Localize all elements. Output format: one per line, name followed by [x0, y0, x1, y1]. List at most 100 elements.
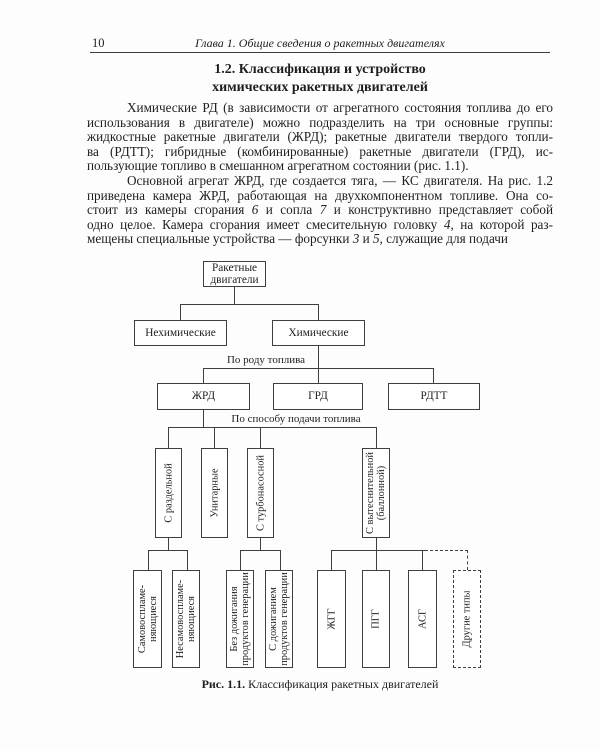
connector-line — [318, 304, 319, 320]
text-line: одно целое. Камера сгорания имеет смесит… — [87, 216, 553, 233]
node-self-igniting: Самовоспламе- няющиеся — [133, 570, 162, 668]
text-line: ва (РДТТ); гибридные (комбинированные) р… — [87, 143, 553, 160]
node-without-afterburning-line1: Без дожигания — [228, 586, 240, 652]
node-asg-label: АСГ — [417, 609, 428, 629]
node-feed-separate-label: С раздельной — [163, 463, 174, 523]
text-segment: Основной агрегат ЖРД, где создается тяга… — [127, 173, 553, 188]
text-segment: и конструктивно представляет собой — [326, 202, 554, 218]
connector-line — [187, 550, 188, 570]
text-segment: и — [359, 231, 373, 247]
connector-line — [203, 368, 434, 369]
node-other-types-label: Другие типы — [461, 590, 473, 648]
node-asg: АСГ — [408, 570, 437, 668]
node-feed-turbopump-label: С турбонасосной — [255, 455, 266, 531]
connector-line — [376, 538, 377, 550]
connector-line — [180, 304, 319, 305]
text-line: использования в двигателе) можно подразд… — [87, 115, 553, 131]
text-segment: жидкостные ракетные двигатели (ЖРД); рак… — [87, 129, 553, 145]
node-feed-displacement-line2: (баллонной) — [376, 465, 387, 521]
text-line: мещены специальные устройства — форсунки… — [87, 232, 553, 247]
connector-line — [240, 550, 280, 551]
text-line: стоит из камеры сгорания 6 и сопла 7 и к… — [87, 202, 554, 218]
callout-number: 3 — [352, 231, 360, 247]
node-with-afterburning-label: С дожиганием продуктов генерации — [268, 572, 290, 666]
node-pgg-label: ПГГ — [370, 609, 382, 629]
page-number: 10 — [92, 36, 105, 50]
node-with-afterburning-line1: С дожиганием — [267, 587, 279, 651]
node-zhrd: ЖРД — [157, 383, 250, 410]
running-head: Глава 1. Общие сведения о ракетных двига… — [195, 36, 445, 50]
node-zhrd-label: ЖРД — [191, 390, 216, 403]
node-zhgg: ЖГГ — [317, 570, 346, 668]
figure-caption: Рис. 1.1. Классификация ракетных двигате… — [87, 677, 553, 692]
node-nonchemical-label: Нехимические — [145, 326, 216, 339]
node-chemical: Химические — [272, 320, 365, 346]
connector-line — [148, 550, 187, 551]
node-with-afterburning-line2: продуктов генерации — [279, 572, 290, 666]
node-chemical-label: Химические — [288, 326, 349, 339]
section-title-line1: 1.2. Классификация и устройство — [214, 62, 426, 77]
figure-caption-text: Классификация ракетных двигателей — [245, 677, 439, 691]
node-feed-displacement-label: С вытеснительной (баллонной) — [365, 452, 387, 534]
node-feed-separate: С раздельной — [155, 448, 182, 538]
text-segment: , на которой раз- — [450, 216, 553, 232]
callout-number: 4 — [443, 216, 451, 232]
connector-line — [331, 550, 425, 551]
node-rdtt: РДТТ — [388, 383, 480, 410]
node-rocket-engines-line2: двигатели — [210, 274, 259, 286]
figure-caption-number: Рис. 1.1. — [201, 677, 246, 691]
connector-line — [168, 538, 169, 550]
text-line: Химические РД (в зависимости от агрегатн… — [87, 100, 553, 116]
text-segment: Химические РД (в зависимости от агрегатн… — [127, 100, 553, 115]
connector-line — [422, 550, 423, 570]
node-feed-displacement: С вытеснительной (баллонной) — [362, 448, 390, 538]
connector-line — [433, 368, 434, 383]
connector-line — [214, 427, 215, 448]
connector-line — [280, 550, 281, 570]
node-self-igniting-line1: Самовоспламе- — [136, 584, 148, 654]
text-line: Основной агрегат ЖРД, где создается тяга… — [87, 173, 553, 189]
node-non-self-igniting: Несамовоспламе- няющиеся — [172, 570, 200, 668]
connector-line — [148, 550, 149, 570]
header-rule — [90, 52, 550, 53]
connector-line — [180, 304, 181, 320]
node-with-afterburning: С дожиганием продуктов генерации — [265, 570, 293, 668]
connector-line — [203, 368, 204, 383]
text-segment: ва (РДТТ); гибридные (комбинированные) р… — [87, 143, 553, 159]
connector-line — [168, 427, 169, 448]
text-line: приведена камера ЖРД, работающая на двух… — [87, 187, 553, 204]
connector-line — [260, 538, 261, 550]
node-feed-turbopump: С турбонасосной — [247, 448, 274, 538]
connector-line — [376, 427, 377, 448]
branch-label-by-fuel: По роду топлива — [226, 354, 306, 366]
connector-line — [203, 410, 204, 427]
node-feed-unitary: Унитарные — [201, 448, 228, 538]
text-segment: стоит из камеры сгорания — [87, 202, 252, 218]
branch-label-by-feed: По способу подачи топлива — [231, 413, 361, 425]
callout-number: 7 — [319, 202, 327, 218]
node-without-afterburning-line2: продуктов генерации — [240, 572, 251, 666]
node-self-igniting-line2: няющиеся — [147, 596, 159, 642]
node-rdtt-label: РДТТ — [420, 390, 448, 403]
text-segment: приведена камера ЖРД, работающая на двух… — [87, 187, 553, 203]
section-title: 1.2. Классификация и устройство химическ… — [87, 61, 553, 97]
text-segment: и сопла — [258, 202, 320, 218]
connector-line-dashed — [425, 550, 468, 551]
connector-line — [234, 287, 235, 304]
node-without-afterburning-label: Без дожигания продуктов генерации — [229, 572, 251, 666]
node-zhgg-label: ЖГГ — [326, 608, 337, 630]
text-segment: одно целое. Камера сгорания имеет смесит… — [87, 216, 444, 232]
text-line: пользующие топливо в смешанном агрегатно… — [87, 159, 553, 174]
node-pgg: ПГГ — [362, 570, 390, 668]
connector-line — [318, 346, 319, 383]
callout-number: 5 — [372, 231, 380, 247]
node-nonchemical: Нехимические — [134, 320, 227, 346]
text-line: жидкостные ракетные двигатели (ЖРД); рак… — [87, 129, 553, 145]
connector-line — [240, 550, 241, 570]
paragraph-1: Химические РД (в зависимости от агрегатн… — [87, 100, 553, 174]
text-segment: пользующие топливо в смешанном агрегатно… — [87, 158, 469, 174]
text-segment: , служащие для подачи — [379, 231, 508, 247]
connector-line — [168, 427, 377, 428]
node-rocket-engines: Ракетные двигатели — [203, 261, 266, 287]
node-self-igniting-label: Самовоспламе- няющиеся — [136, 585, 158, 653]
